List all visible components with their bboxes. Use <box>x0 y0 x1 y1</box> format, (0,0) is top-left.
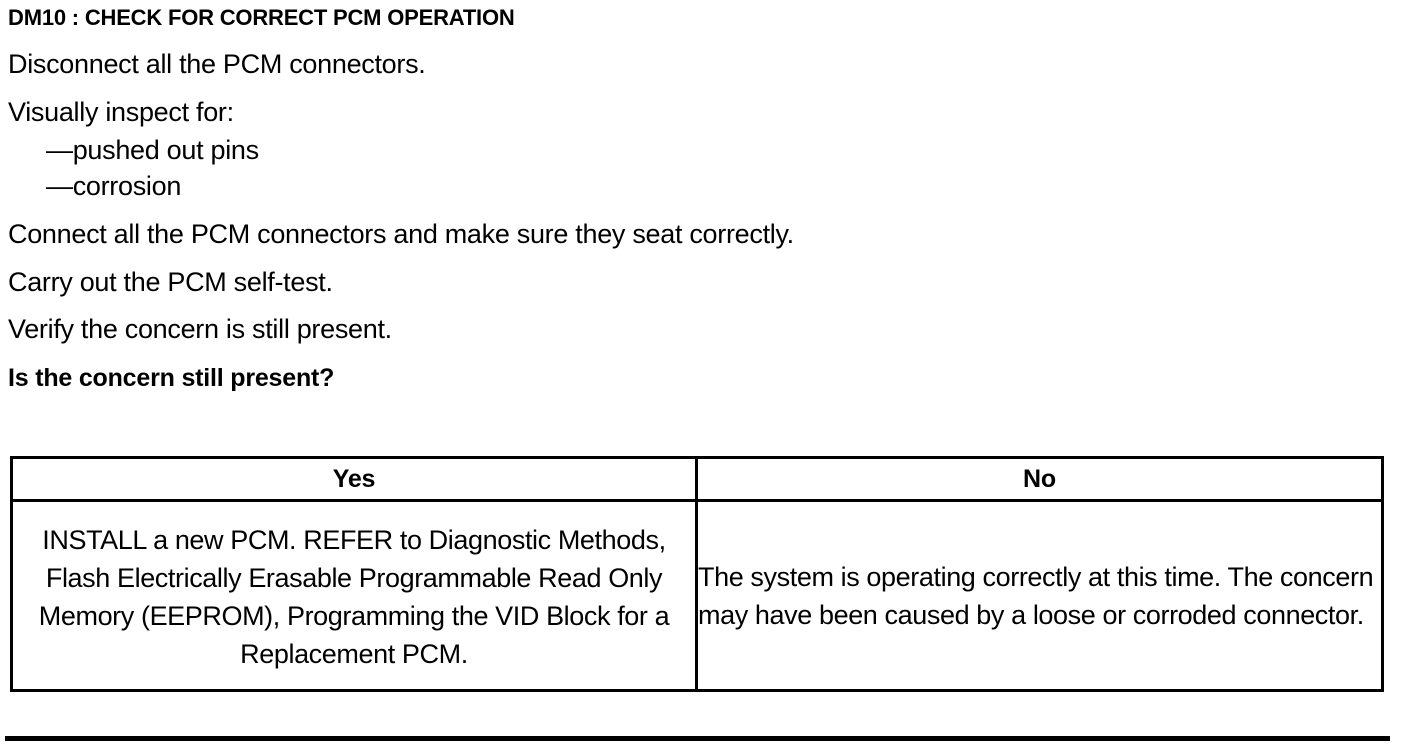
instruction-visually-inspect: Visually inspect for: <box>8 97 234 127</box>
page-title: DM10 : CHECK FOR CORRECT PCM OPERATION <box>8 5 515 30</box>
table-header-yes: Yes <box>10 456 698 502</box>
table-cell-yes-action: INSTALL a new PCM. REFER to Diagnostic M… <box>10 499 698 692</box>
table-header-row: Yes No <box>10 456 1384 502</box>
instruction-disconnect-connectors: Disconnect all the PCM connectors. <box>8 49 426 79</box>
instruction-carry-out-self-test: Carry out the PCM self-test. <box>8 267 333 297</box>
table-cell-no-action: The system is operating correctly at thi… <box>695 499 1384 692</box>
table-header-no: No <box>695 456 1384 502</box>
decision-table: Yes No INSTALL a new PCM. REFER to Diagn… <box>10 456 1384 692</box>
instruction-connect-connectors: Connect all the PCM connectors and make … <box>8 219 794 249</box>
list-item-pushed-out-pins: —pushed out pins <box>46 135 259 165</box>
section-divider-rule <box>5 736 1390 741</box>
decision-question: Is the concern still present? <box>8 364 335 392</box>
yes-action-text: INSTALL a new PCM. REFER to Diagnostic M… <box>38 524 670 669</box>
instruction-verify-concern: Verify the concern is still present. <box>8 314 392 344</box>
list-item-corrosion: —corrosion <box>46 171 182 201</box>
table-row: INSTALL a new PCM. REFER to Diagnostic M… <box>10 499 1384 692</box>
